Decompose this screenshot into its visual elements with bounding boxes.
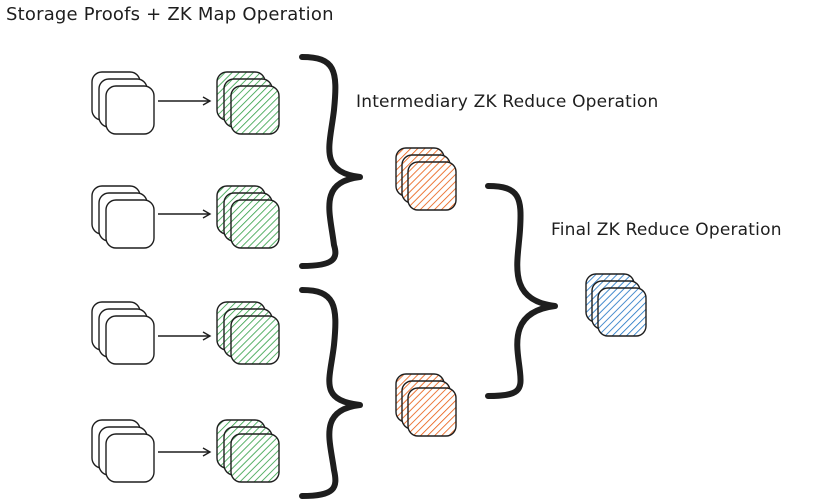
storage-proof-stack-2 xyxy=(91,185,155,249)
reduce-brace-top xyxy=(299,54,363,269)
storage-proof-stack-3 xyxy=(91,301,155,365)
map-output-stack-4 xyxy=(216,419,280,483)
final-reduce-stack xyxy=(585,273,647,337)
intermediary-reduce-stack-1 xyxy=(395,147,457,211)
map-output-stack-1 xyxy=(216,71,280,135)
map-output-stack-3 xyxy=(216,301,280,365)
storage-proof-stack-4 xyxy=(91,419,155,483)
final-reduce-label: Final ZK Reduce Operation xyxy=(551,220,782,240)
intermediary-reduce-stack-2 xyxy=(395,373,457,437)
map-row-3 xyxy=(91,301,280,365)
map-row-2 xyxy=(91,185,280,249)
map-operation-label: Storage Proofs + ZK Map Operation xyxy=(6,4,334,25)
map-output-stack-2 xyxy=(216,185,280,249)
storage-proof-stack-1 xyxy=(91,71,155,135)
intermediary-reduce-label: Intermediary ZK Reduce Operation xyxy=(356,92,659,112)
map-row-1 xyxy=(91,71,280,135)
map-row-4 xyxy=(91,419,280,483)
reduce-brace-bottom xyxy=(299,287,363,499)
final-brace xyxy=(485,183,558,399)
